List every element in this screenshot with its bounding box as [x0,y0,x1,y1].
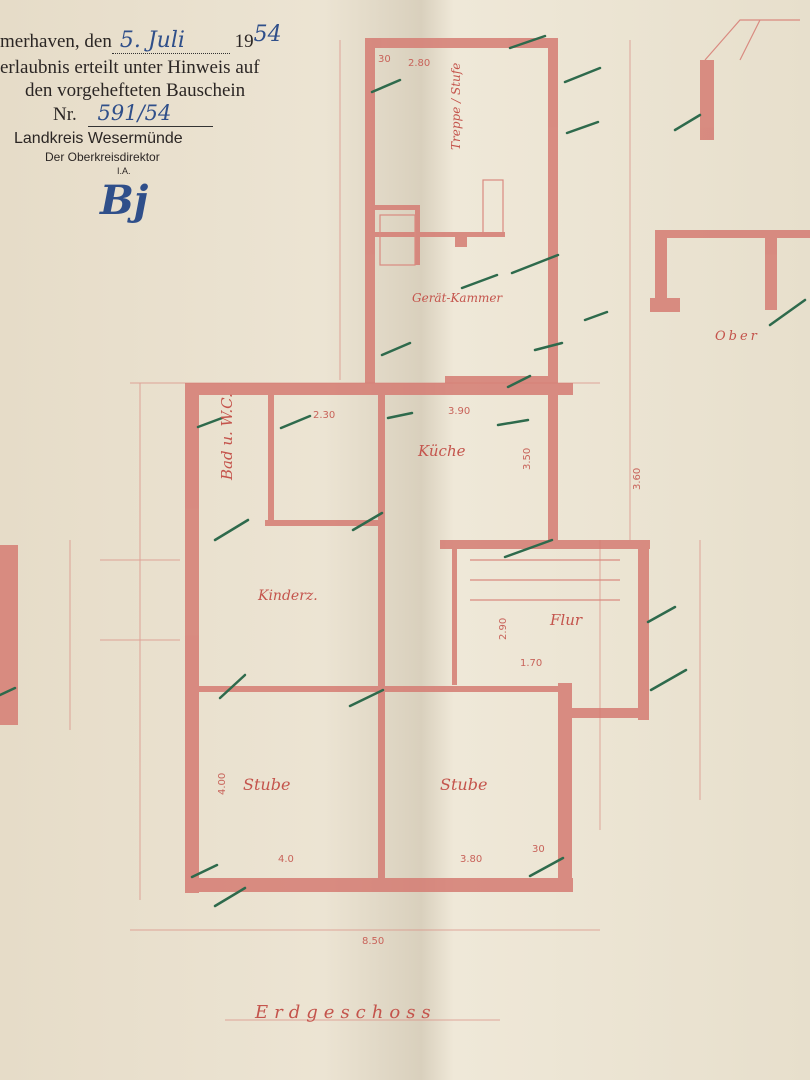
room-label-child-room: Kinderz. [257,588,318,604]
stamp-number-handwritten: 591/54 [97,101,172,125]
stamp-line-2: erlaubnis erteilt unter Hinweis auf [0,57,260,78]
dimension-label: 3.90 [448,406,470,417]
room-label-living-right: Stube [440,775,487,794]
fixtures [379,19,800,601]
dimension-label: 4.00 [217,773,228,795]
dimension-label: 3.50 [522,448,533,470]
dimension-label: 30 [378,54,391,65]
dimension-label: 2.90 [498,618,509,640]
stamp-authority: Landkreis Wesermünde [14,130,183,147]
room-labels: Bad u. W.C. Küche Kinderz. Flur Stube St… [218,63,760,1023]
plan-title: Erdgeschoss [254,1002,437,1023]
dimension-labels: 30 2.80 2.30 3.90 3.50 3.60 2.90 1.70 4.… [217,54,643,947]
room-label-utility: Gerät-Kammer [412,291,503,305]
stamp-ia: I.A. [117,166,131,176]
stamp-office: Der Oberkreisdirektor [45,150,160,164]
stamp-year-handwritten: 54 [253,22,282,47]
stamp-line-3: den vorgehefteten Bauschein [25,80,246,101]
dimension-lines [69,40,701,1021]
dimension-label: 2.30 [313,410,335,421]
signature: Bj [100,177,149,224]
dimension-label: 30 [532,844,545,855]
room-label-hall: Flur [549,611,583,629]
stamp-number-line: Nr. 591/54 [53,103,213,127]
dimension-label: 3.80 [460,854,482,865]
dimension-label: 4.0 [278,854,294,865]
room-label-living-left: Stube [243,775,290,794]
room-label-bath: Bad u. W.C. [218,393,236,481]
green-check-marks [0,34,807,908]
dimension-label: 8.50 [362,936,384,947]
dimension-label: 2.80 [408,58,430,69]
room-label-kitchen: Küche [417,442,466,460]
stamp-date-handwritten: 5. Juli [119,28,185,53]
side-label: Ober [715,329,760,344]
dimension-label: 1.70 [520,658,542,669]
dimension-label: 3.60 [632,468,643,490]
room-label-stairs: Treppe / Stufe [449,63,463,150]
